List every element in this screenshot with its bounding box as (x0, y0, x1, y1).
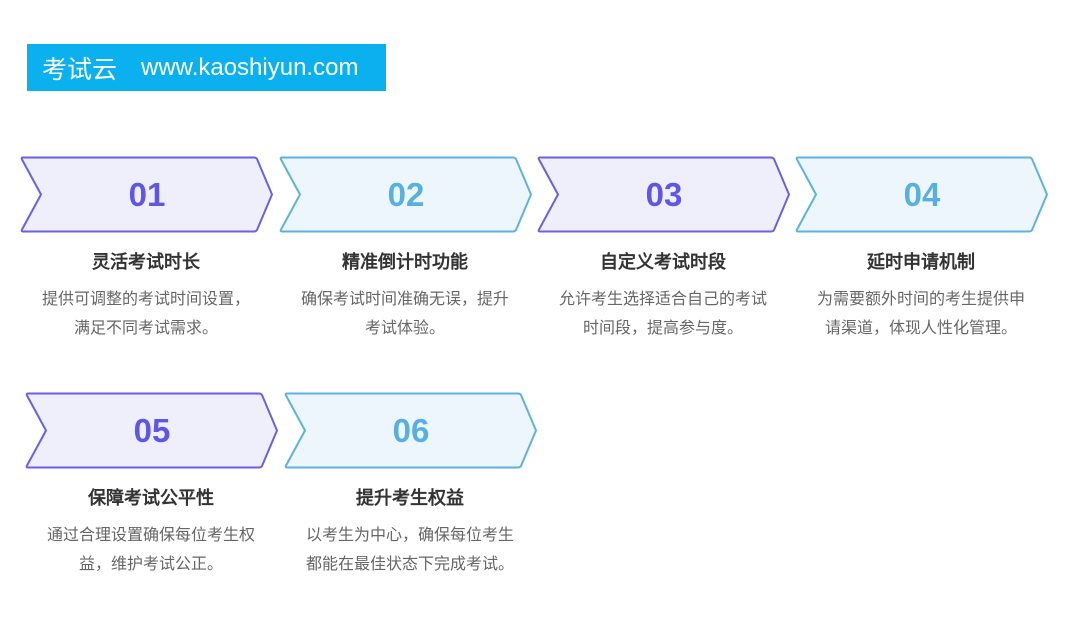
chevron-step-shape: 06 (284, 392, 538, 469)
header-banner: 考试云 www.kaoshiyun.com (27, 44, 386, 91)
feature-description: 确保考试时间准确无误，提升考试体验。 (300, 289, 509, 337)
feature-card-04: 04 延时申请机制为需要额外时间的考生提供申请渠道，体现人性化管理。 (795, 156, 1049, 342)
feature-card-03: 03 自定义考试时段允许考生选择适合自己的考试时间段，提高参与度。 (537, 156, 791, 342)
step-number: 06 (392, 411, 430, 449)
chevron-step-shape: 03 (537, 156, 791, 233)
step-number: 03 (645, 175, 683, 213)
feature-title: 精准倒计时功能 (342, 252, 468, 273)
feature-card-02: 02 精准倒计时功能确保考试时间准确无误，提升考试体验。 (279, 156, 533, 342)
chevron-step-shape: 01 (20, 156, 274, 233)
feature-description: 以考生为中心，确保每位考生都能在最佳状态下完成考试。 (305, 525, 514, 573)
feature-title: 延时申请机制 (867, 252, 975, 273)
chevron-step-shape: 02 (279, 156, 533, 233)
step-number: 05 (133, 411, 171, 449)
feature-card-01: 01 灵活考试时长提供可调整的考试时间设置，满足不同考试需求。 (20, 156, 274, 342)
brand-name: 考试云 (42, 54, 118, 84)
feature-description: 提供可调整的考试时间设置，满足不同考试需求。 (41, 289, 250, 337)
feature-card-06: 06 提升考生权益以考生为中心，确保每位考生都能在最佳状态下完成考试。 (284, 392, 538, 578)
feature-title: 保障考试公平性 (88, 488, 214, 509)
step-number: 01 (128, 175, 166, 213)
feature-title: 灵活考试时长 (92, 252, 200, 273)
feature-title: 提升考生权益 (356, 488, 464, 509)
website-url: www.kaoshiyun.com (141, 53, 359, 81)
feature-card-05: 05 保障考试公平性通过合理设置确保每位考生权益，维护考试公正。 (25, 392, 279, 578)
step-number: 04 (903, 175, 941, 213)
step-number: 02 (387, 175, 425, 213)
feature-description: 通过合理设置确保每位考生权益，维护考试公正。 (46, 525, 255, 573)
feature-description: 允许考生选择适合自己的考试时间段，提高参与度。 (558, 289, 767, 337)
feature-title: 自定义考试时段 (600, 252, 726, 273)
chevron-step-shape: 04 (795, 156, 1049, 233)
feature-description: 为需要额外时间的考生提供申请渠道，体现人性化管理。 (816, 289, 1025, 337)
chevron-step-shape: 05 (25, 392, 279, 469)
